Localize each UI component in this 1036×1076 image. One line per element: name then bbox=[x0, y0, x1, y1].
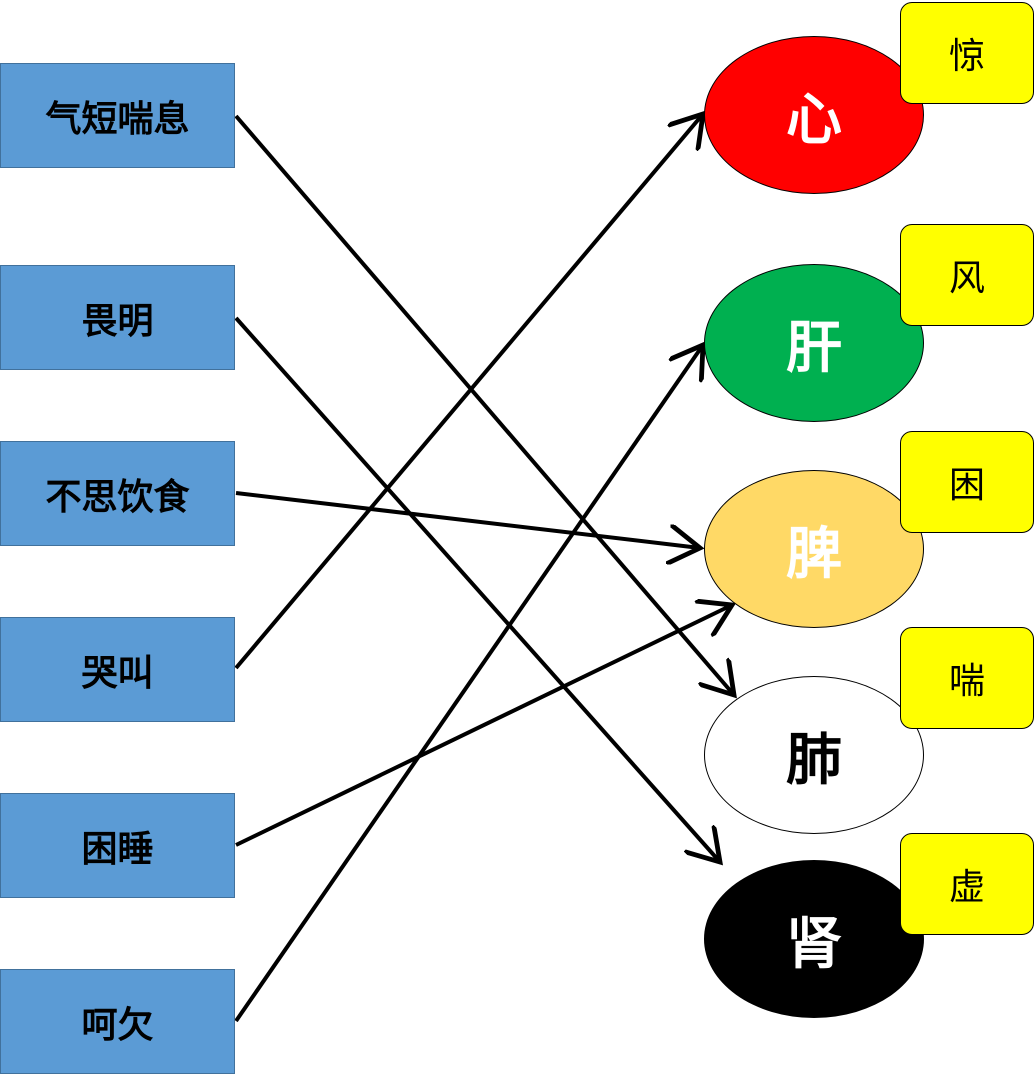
arrow-symptom-2-to-organ-2 bbox=[235, 491, 700, 548]
symptom-label: 气短喘息 bbox=[45, 98, 190, 140]
organ-label: 肾 bbox=[786, 911, 842, 977]
arrow-symptom-1-to-organ-4 bbox=[234, 316, 720, 862]
organ-ellipse-3: 肺 bbox=[704, 676, 924, 834]
symptom-box-5: 呵欠 bbox=[0, 969, 235, 1074]
organ-label: 肝 bbox=[786, 315, 842, 381]
symptom-label: 困睡 bbox=[81, 828, 154, 870]
symptom-box-2: 不思饮食 bbox=[0, 441, 235, 546]
organ-label: 心 bbox=[786, 87, 842, 153]
symptom-box-1: 畏明 bbox=[0, 265, 235, 370]
symptom-label: 哭叫 bbox=[81, 652, 154, 694]
arrow-symptom-3-to-organ-0 bbox=[234, 114, 703, 670]
tag-label: 喘 bbox=[948, 661, 985, 702]
tag-box-2: 困 bbox=[900, 431, 1034, 533]
symptom-label: 不思饮食 bbox=[45, 476, 190, 518]
symptom-label: 呵欠 bbox=[81, 1004, 154, 1046]
symptom-label: 畏明 bbox=[81, 300, 154, 342]
tag-box-4: 虚 bbox=[900, 833, 1034, 935]
organ-label: 脾 bbox=[786, 521, 842, 587]
organ-ellipse-1: 肝 bbox=[704, 264, 924, 422]
tag-label: 惊 bbox=[948, 36, 985, 77]
organ-ellipse-0: 心 bbox=[704, 36, 924, 194]
symptom-box-0: 气短喘息 bbox=[0, 63, 235, 168]
symptom-box-3: 哭叫 bbox=[0, 617, 235, 722]
organ-ellipse-4: 肾 bbox=[704, 860, 924, 1018]
tag-label: 困 bbox=[948, 465, 985, 506]
arrow-symptom-4-to-organ-2 bbox=[235, 605, 732, 847]
tag-label: 风 bbox=[948, 258, 985, 299]
tag-box-3: 喘 bbox=[900, 627, 1034, 729]
arrow-symptom-0-to-organ-3 bbox=[234, 114, 734, 695]
tag-label: 虚 bbox=[948, 867, 985, 908]
organ-label: 肺 bbox=[786, 727, 842, 793]
tag-box-0: 惊 bbox=[900, 2, 1034, 104]
tag-box-1: 风 bbox=[900, 224, 1034, 326]
arrow-symptom-5-to-organ-1 bbox=[234, 345, 703, 1023]
symptom-box-4: 困睡 bbox=[0, 793, 235, 898]
organ-ellipse-2: 脾 bbox=[704, 470, 924, 628]
